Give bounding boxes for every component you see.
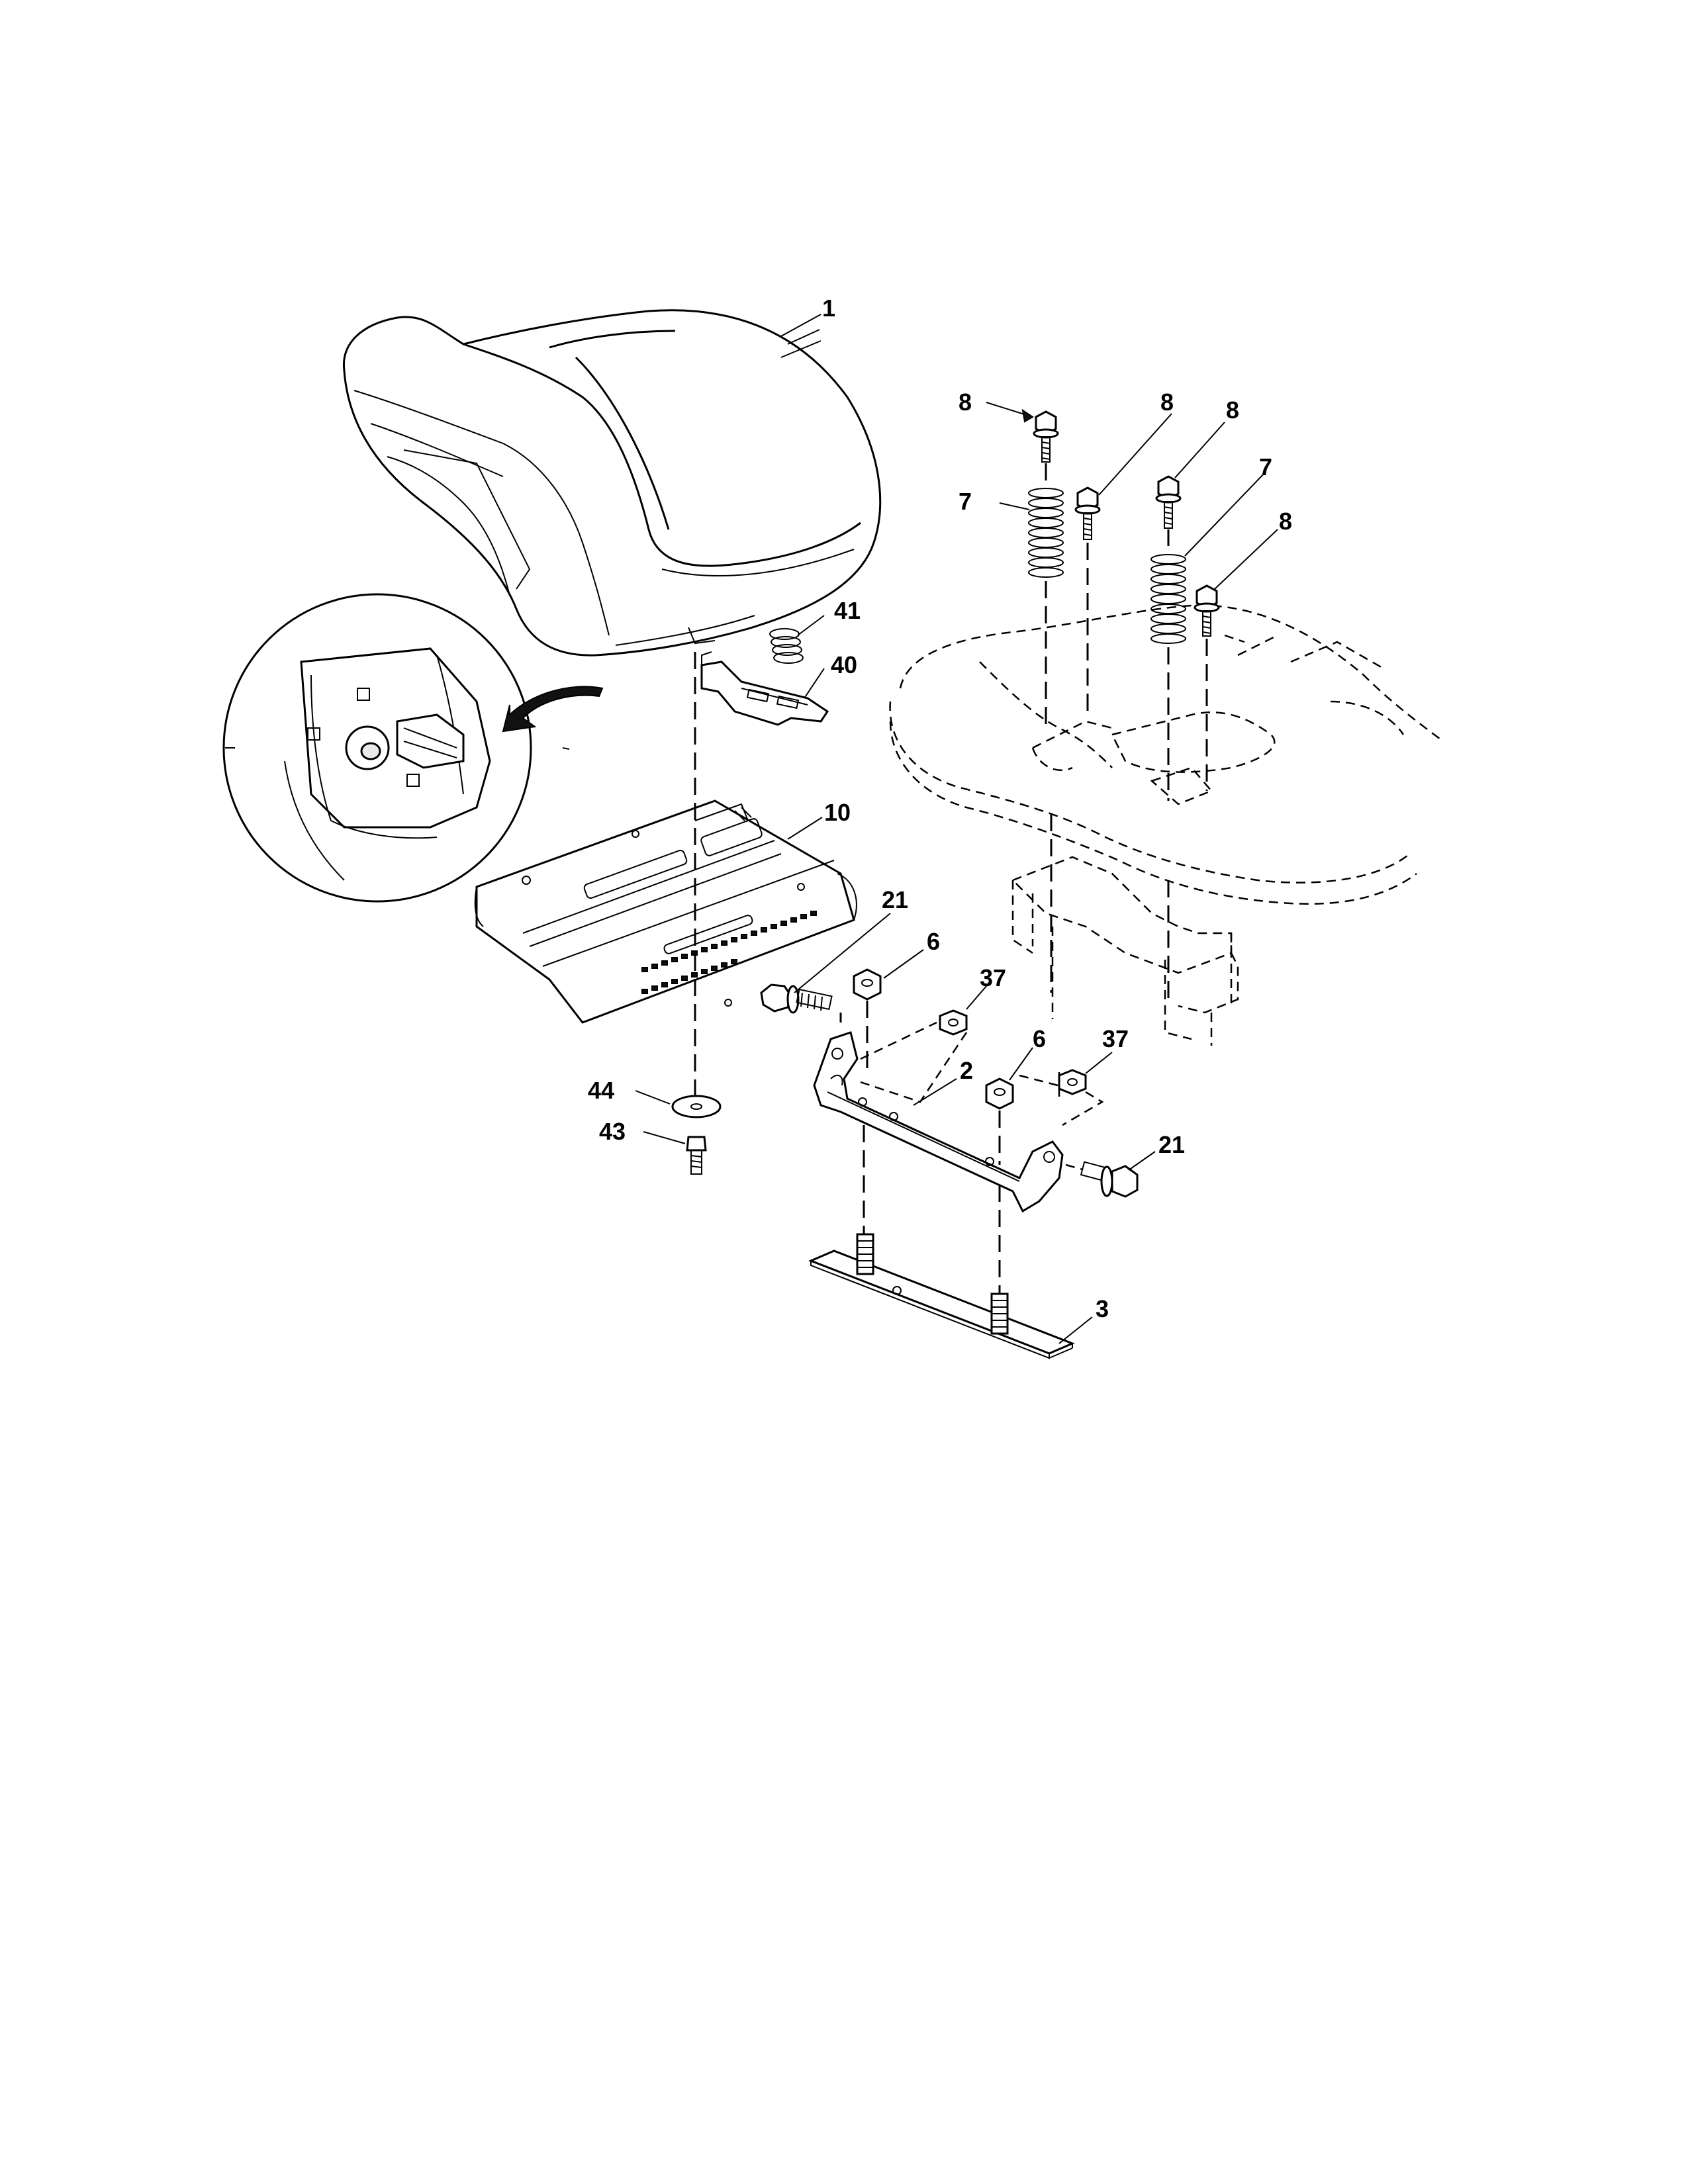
callout-spring-7-right: 7	[1259, 453, 1272, 480]
bolt-21-right	[1080, 1161, 1139, 1198]
callout-spring-41: 41	[834, 597, 861, 624]
detail-callout	[222, 593, 604, 903]
axis-bolt-21-right	[1065, 1163, 1083, 1171]
callout-nut-6-left: 6	[927, 928, 940, 955]
bolt-8-d	[1194, 584, 1220, 637]
nut-37-left	[939, 1009, 968, 1036]
bolt-8-a	[1033, 410, 1059, 463]
callout-bolt-8-d: 8	[1279, 508, 1292, 535]
callout-washer-44: 44	[588, 1077, 614, 1104]
spring-7-left	[1028, 488, 1064, 578]
plate-stud-left	[856, 1233, 874, 1275]
small-spring	[769, 628, 804, 664]
callout-clip-40: 40	[831, 651, 857, 678]
axis-nut-37-right	[1019, 1074, 1058, 1087]
callout-seat: 1	[822, 295, 835, 322]
nut-37-right	[1058, 1069, 1087, 1095]
bolt-8-c	[1155, 475, 1182, 529]
callout-seat-pan-10: 10	[824, 799, 851, 826]
nut-6-left	[853, 968, 882, 1001]
tractor-frame	[889, 604, 1444, 1099]
bolt-8-b	[1074, 486, 1101, 540]
callout-labels: 1 8 8 8 8 7 7 41 40 10 21 6 37 6 37 2 21…	[588, 295, 1292, 1322]
axis-nut-37-left	[860, 1021, 937, 1060]
callout-bracket-2: 2	[960, 1057, 973, 1084]
callout-nut-37-left: 37	[980, 964, 1006, 991]
callout-screw-43: 43	[599, 1118, 626, 1145]
callout-spring-7-left: 7	[959, 488, 972, 515]
seat	[342, 309, 882, 657]
callout-bolt-8-b: 8	[1160, 388, 1174, 416]
leader-lines	[635, 314, 1278, 1344]
plate	[808, 1250, 1075, 1359]
plate-stud-right	[990, 1293, 1009, 1335]
bolt-21-left	[760, 983, 833, 1014]
washer	[671, 1095, 722, 1118]
callout-nut-37-right: 37	[1102, 1025, 1129, 1052]
callout-bolt-8-a: 8	[959, 388, 972, 416]
callout-plate-3: 3	[1096, 1295, 1109, 1322]
callout-nut-6-right: 6	[1033, 1025, 1046, 1052]
bracket	[813, 1031, 1064, 1213]
nut-6-right	[985, 1077, 1014, 1110]
axis-nut-37-right-b	[1062, 1091, 1104, 1126]
callout-bolt-8-c: 8	[1226, 396, 1239, 424]
seat-clip	[700, 651, 829, 726]
screw	[686, 1136, 707, 1175]
pan-slots	[641, 911, 817, 994]
axis-nut-37-left-b	[860, 1032, 968, 1103]
callout-bolt-21-right: 21	[1158, 1131, 1185, 1158]
seat-pan	[474, 799, 857, 1024]
callout-bolt-21-left: 21	[882, 886, 908, 913]
spring-7-right	[1150, 554, 1186, 644]
